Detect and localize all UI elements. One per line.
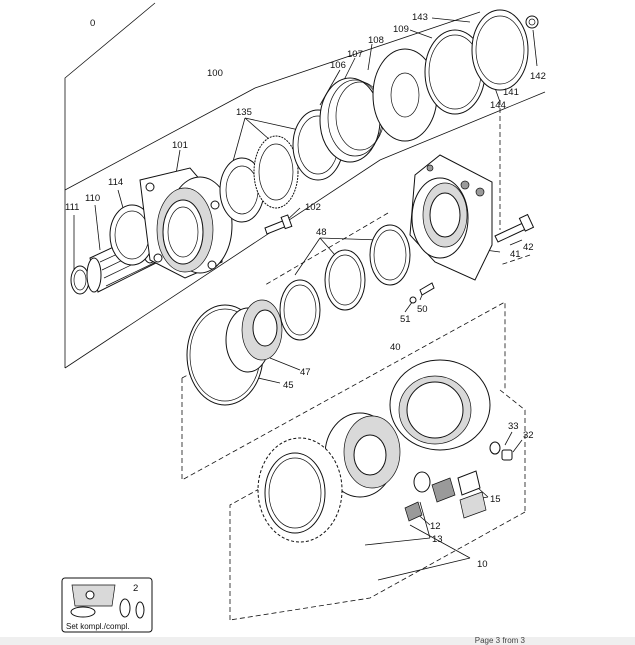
callout-50: 50 (417, 304, 428, 315)
part-142-plug (525, 15, 539, 29)
callout-111: 111 (65, 202, 79, 213)
callout-48: 48 (316, 227, 327, 238)
callout-141: 141 (503, 87, 519, 98)
part-48-rings (279, 224, 411, 341)
callout-114: 114 (108, 177, 123, 188)
part-10-roller-ring (257, 437, 343, 543)
part-12-13-key (404, 501, 423, 522)
part-141-143-cover (471, 9, 529, 91)
page-footer: Page 3 from 3 (0, 637, 635, 645)
part-102-screw (264, 214, 293, 235)
kit-label: Set kompl./compl. (66, 622, 130, 631)
callout-15: 15 (490, 494, 501, 505)
callout-51: 51 (400, 314, 411, 325)
callout-102: 102 (305, 202, 321, 213)
part-10-rotor (324, 412, 401, 498)
assembly-outline-10 (229, 389, 526, 621)
callout-10: 10 (477, 559, 488, 570)
callout-32: 32 (523, 430, 534, 441)
callout-101: 101 (172, 140, 188, 151)
part-50-51-pin (409, 282, 435, 304)
part-10-stator (389, 359, 491, 451)
callout-109: 109 (393, 24, 409, 35)
callout-42: 42 (523, 242, 534, 253)
part-101-flange-housing (139, 167, 233, 279)
callout-100: 100 (207, 68, 223, 79)
callout-0: 0 (90, 18, 95, 29)
kit-inset: Set kompl./compl. 2 (61, 577, 153, 633)
callout-40: 40 (390, 342, 401, 353)
callout-12: 12 (430, 521, 441, 532)
callout-47: 47 (300, 367, 311, 378)
part-108-disc (372, 48, 438, 142)
callout-13: 13 (432, 534, 443, 545)
callout-142: 142 (530, 71, 546, 82)
part-47-bearing (225, 299, 283, 373)
callout-144: 144 (490, 100, 506, 111)
kit-number: 2 (133, 583, 138, 594)
callout-135: 135 (236, 107, 252, 118)
callout-108: 108 (368, 35, 384, 46)
callout-110: 110 (85, 193, 100, 204)
part-42-bolt (494, 213, 535, 243)
callout-106: 106 (330, 60, 346, 71)
callout-107: 107 (347, 49, 363, 60)
callout-labels: 0 100 101 102 106 107 108 109 110 111 11… (65, 12, 546, 570)
part-main-housing (409, 154, 493, 281)
page-number: Page 3 from 3 (474, 636, 525, 645)
callout-45: 45 (283, 380, 294, 391)
callout-33: 33 (508, 421, 519, 432)
assembly-outline-0 (64, 2, 156, 190)
callout-41: 41 (510, 249, 521, 260)
part-32-33-plug (489, 441, 513, 461)
assembly-outline-100 (64, 11, 546, 369)
callout-143: 143 (412, 12, 428, 23)
part-15-valve (413, 470, 487, 519)
part-135-discs (219, 135, 299, 223)
part-111-oring (70, 265, 90, 295)
